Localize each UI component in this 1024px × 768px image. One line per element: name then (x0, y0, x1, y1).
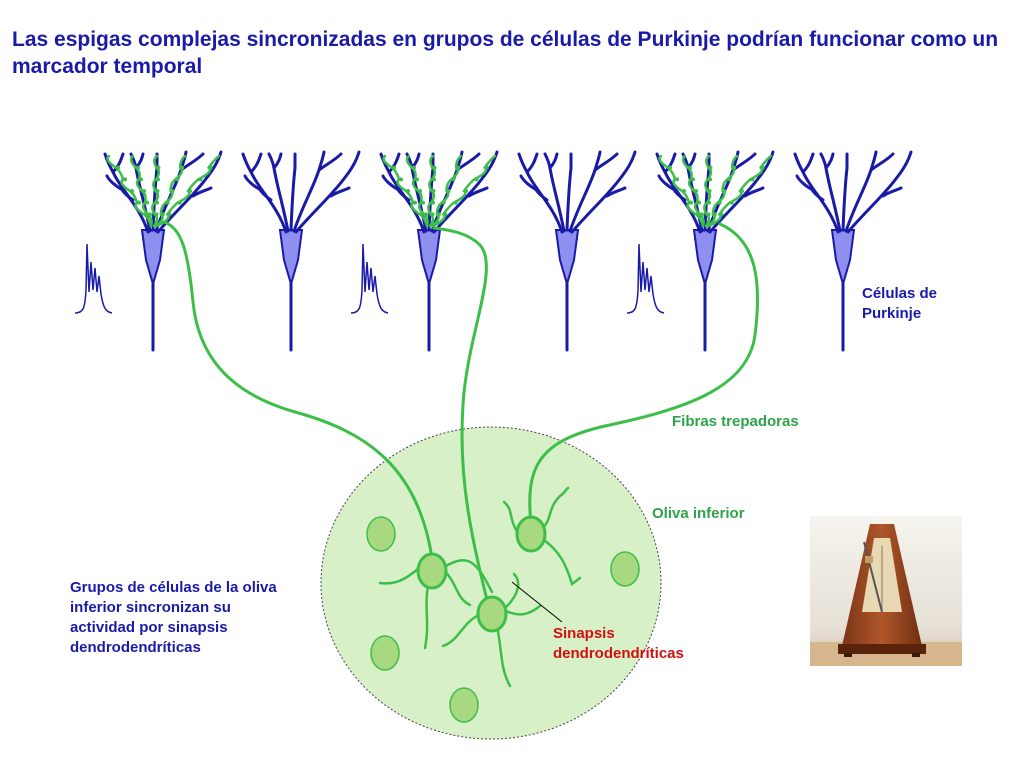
climbing-fiber (162, 220, 434, 560)
olive-groups-line3: actividad por sinapsis (70, 619, 228, 636)
synapse-label-line1: Sinapsis (553, 625, 615, 642)
olive-groups-line4: dendrodendríticas (70, 639, 201, 656)
purkinje-cells (103, 150, 913, 352)
olive-dendrite (378, 566, 421, 585)
climbing-fibers (106, 154, 773, 614)
purkinje-label-line1: Células de (862, 285, 938, 302)
olive-dendrite (423, 584, 430, 650)
inferior-olive-label: Oliva inferior (652, 505, 745, 522)
olive-dendrite (503, 572, 520, 610)
climbing-fiber (432, 226, 492, 614)
synapse-label: Sinapsis dendrodendríticas (553, 624, 684, 664)
purkinje-label-line2: Purkinje (862, 305, 922, 322)
climbing-fiber (528, 222, 760, 534)
olive-cell (476, 595, 508, 633)
olive-groups-line1: Grupos de células de la oliva (70, 579, 277, 596)
olive-dendrite (502, 604, 542, 616)
olive-cell (610, 551, 640, 587)
complex-spike-traces (74, 243, 665, 314)
olive-groups-caption: Grupos de células de la oliva inferior s… (70, 578, 277, 658)
purkinje-cell (517, 150, 637, 352)
climbing-fibers-label: Fibras trepadoras (672, 413, 799, 430)
olive-cell (416, 552, 448, 590)
climbing-fiber-arbor (382, 154, 497, 228)
synapse-pointer-line (511, 581, 563, 623)
climbing-fiber-arbor (658, 154, 773, 228)
olive-cell (370, 635, 400, 671)
olive-dendrite (542, 538, 582, 587)
olive-cells (366, 486, 640, 723)
slide-title: Las espigas complejas sincronizadas en g… (12, 28, 999, 78)
complex-spike-trace (626, 243, 665, 314)
complex-spike-trace (74, 243, 113, 314)
purkinje-label: Células de Purkinje (862, 284, 937, 324)
olive-dendrite (444, 559, 494, 594)
olive-dendrite (541, 486, 570, 530)
climbing-fiber-arbor (106, 154, 221, 228)
olive-dendrite (495, 624, 512, 688)
olive-cell (515, 515, 547, 553)
complex-spike-trace (350, 243, 389, 314)
olive-cell (366, 516, 396, 552)
purkinje-cell (793, 150, 913, 352)
purkinje-cell (241, 150, 361, 352)
inferior-olive-region (320, 426, 662, 740)
olive-groups-line2: inferior sincronizan su (70, 599, 231, 616)
synapse-label-line2: dendrodendríticas (553, 645, 684, 662)
olive-cell (449, 687, 479, 723)
metronome-image (810, 516, 962, 666)
